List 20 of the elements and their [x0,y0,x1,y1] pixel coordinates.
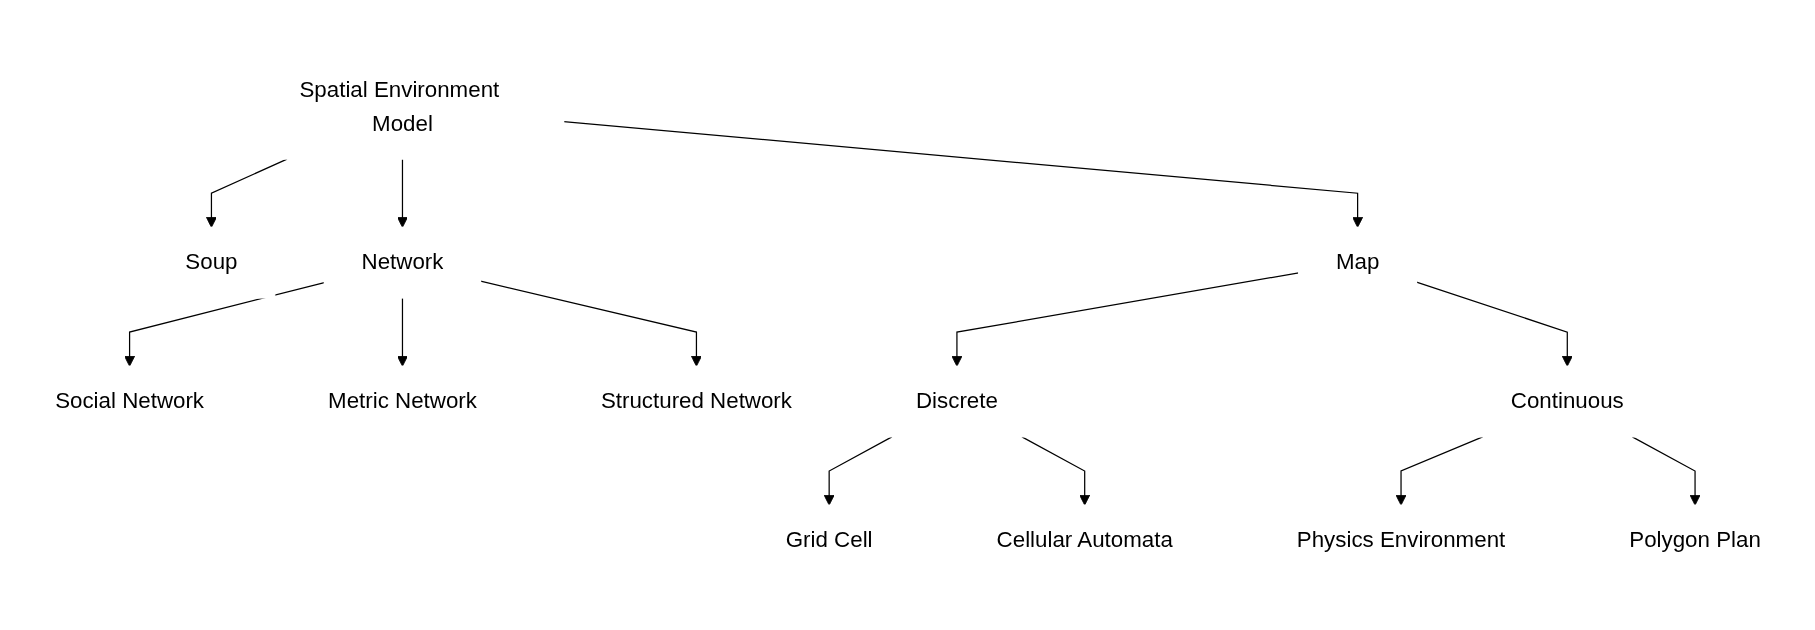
node-text: Discrete [915,388,998,413]
node-text: Cellular Automata [996,527,1173,552]
arrow [823,435,892,506]
arrow [1631,435,1700,506]
node-text: Structured Network [600,388,792,413]
arrow [396,158,408,228]
node-text: Grid Cell [785,527,873,552]
node-text: Map [1335,249,1379,275]
node-text: Spatial Environment Model [298,76,499,136]
arrow [205,158,288,228]
node-text: Physics Environment [1296,527,1505,552]
node-text: Network [361,249,443,275]
arrow [396,297,408,367]
node-text: Social Network [54,388,204,413]
node-text: Polygon Plan [1628,527,1761,552]
arrow [950,271,1299,367]
arrow [1395,435,1483,506]
node-text: Continuous [1510,388,1624,413]
node-text: Metric Network [327,388,477,413]
node-text: Soup [184,249,238,275]
